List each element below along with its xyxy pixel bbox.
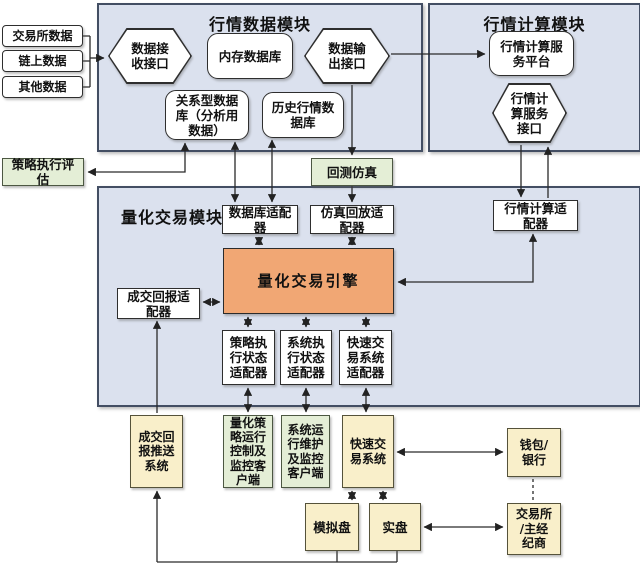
- data-receive-interface-label: 数据接 收接口: [131, 41, 169, 71]
- strategy-execution-evaluation-node: 策略执行评 估: [2, 157, 84, 187]
- market-calc-adapter-node: 行情计算适 配器: [493, 200, 578, 231]
- other-data-node: 其他数据: [2, 76, 83, 98]
- relational-database-node: 关系型数据 库（分析用 数据）: [165, 90, 249, 140]
- market-calc-module-title: 行情计算模块: [483, 15, 586, 34]
- wallet-bank-node: 钱包/ 银行: [507, 428, 561, 477]
- live-account-node: 实盘: [369, 503, 421, 551]
- fast-trade-system-node: 快速交 易系统: [342, 415, 394, 488]
- onchain-data-node: 链上数据: [2, 50, 83, 72]
- quant-trading-module-title: 量化交易模块: [121, 208, 224, 227]
- trade-report-push-system-node: 成交回 报推送 系统: [130, 415, 183, 488]
- quant-strategy-monitor-client-node: 量化策 略运行 控制及 监控客 户端: [223, 415, 273, 488]
- hexagon-fill: [493, 84, 566, 142]
- database-adapter-node: 数据库适配 器: [222, 205, 298, 235]
- exchange-data-node: 交易所数据: [2, 25, 83, 47]
- fast-trade-system-adapter-node: 快速交 易系统 适配器: [339, 330, 392, 385]
- data-output-interface-node: 数据输 出接口: [304, 28, 390, 84]
- system-ops-monitor-client-node: 系统运 行维护 及监控 客户端: [281, 415, 330, 488]
- strategy-status-adapter-node: 策略执 行状态 适配器: [222, 330, 275, 385]
- simulation-replay-adapter-node: 仿真回放适 配器: [310, 205, 394, 235]
- data-output-interface-label: 数据输 出接口: [328, 41, 366, 71]
- quant-trading-engine-node: 量化交易引擎: [223, 248, 394, 314]
- backtest-simulation-node: 回测仿真: [311, 158, 393, 186]
- market-calc-service-platform-node: 行情计算服 务平台: [489, 31, 574, 76]
- trade-report-adapter-node: 成交回报适 配器: [117, 288, 200, 319]
- market-calc-service-interface-label: 行情计 算服务 接口: [510, 90, 549, 136]
- exchange-prime-broker-node: 交易所 /主经 纪商: [507, 503, 561, 555]
- hexagon-fill: [109, 29, 191, 83]
- system-status-adapter-node: 系统执 行状态 适配器: [280, 330, 332, 385]
- hexagon-fill: [305, 29, 389, 83]
- history-market-database-node: 历史行情数 据库: [262, 92, 344, 138]
- market-calc-service-interface-node: 行情计 算服务 接口: [492, 83, 567, 143]
- memory-database-node: 内存数据库: [207, 33, 293, 79]
- market-data-module-title: 行情数据模块: [208, 15, 311, 34]
- data-receive-interface-node: 数据接 收接口: [108, 28, 192, 84]
- simulated-account-node: 模拟盘: [305, 503, 359, 551]
